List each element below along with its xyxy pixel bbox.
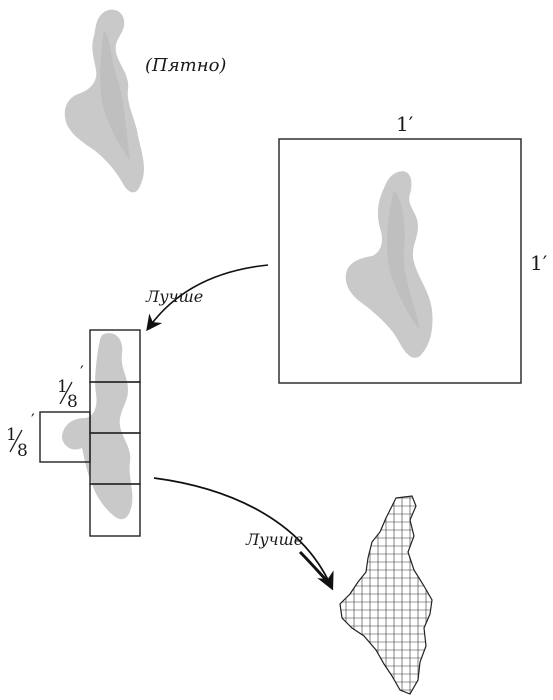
blot-label: (Пятно) (145, 55, 226, 76)
svg-text:8: 8 (67, 392, 78, 412)
svg-text:1: 1 (57, 377, 68, 397)
eighth-label-top: 1 8 ′ (57, 363, 84, 412)
fine-grid-approximation (339, 495, 433, 695)
svg-text:′: ′ (80, 363, 84, 383)
arrow-better-1 (146, 264, 269, 332)
svg-text:8: 8 (17, 441, 28, 461)
arrow-better-2 (153, 477, 334, 591)
unit-square-frame (278, 138, 522, 384)
better-label-2: Лучше (245, 530, 303, 549)
svg-text:′: ′ (31, 411, 35, 431)
eighth-squares-column (39, 329, 141, 537)
side-length-right-label: 1′ (530, 251, 548, 275)
better-label-1: Лучше (145, 287, 203, 306)
eighth-label-left: 1 8 ′ (6, 411, 35, 461)
blot-original (64, 9, 144, 193)
svg-text:1: 1 (6, 425, 17, 445)
blot-in-square (345, 171, 433, 358)
side-length-top-label: 1′ (396, 112, 414, 136)
